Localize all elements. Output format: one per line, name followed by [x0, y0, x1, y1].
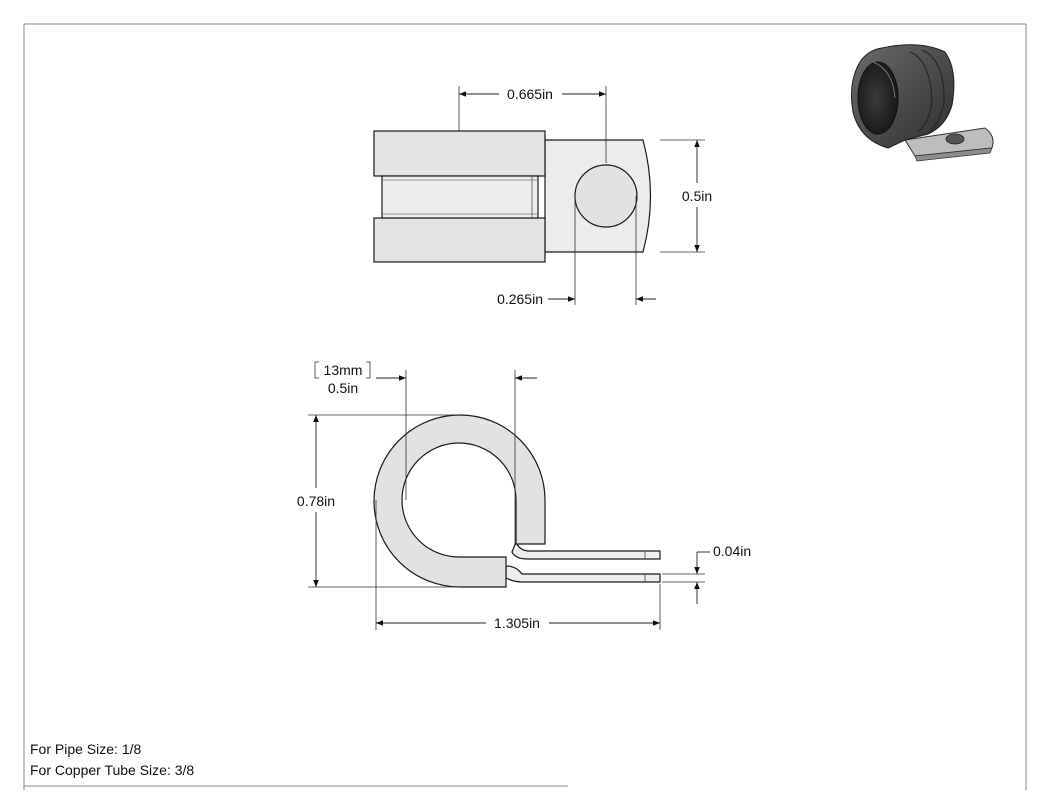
dim-overall-length: 1.305in — [375, 500, 661, 631]
dim-band: 13mm 0.5in — [314, 361, 537, 544]
dim-label-top-width: 0.665in — [507, 86, 553, 102]
note-copper-tube-size: For Copper Tube Size: 3/8 — [30, 762, 194, 778]
isometric-preview — [851, 44, 994, 162]
dim-hole: 0.265in — [497, 196, 656, 307]
note-pipe-size: For Pipe Size: 1/8 — [30, 741, 141, 757]
side-view — [373, 414, 661, 588]
dim-top-width: 0.665in — [458, 86, 607, 163]
dim-thickness: 0.04in — [662, 543, 751, 604]
side-view-cushion-loop — [373, 414, 546, 588]
dim-label-overall-height: 0.78in — [297, 493, 335, 509]
side-view-tab-lower — [505, 565, 661, 583]
dim-overall-height: 0.78in — [297, 414, 460, 588]
dim-label-thickness: 0.04in — [713, 543, 751, 559]
top-view-band-lower — [373, 217, 546, 263]
top-view-band-upper — [373, 130, 546, 177]
dim-label-top-height: 0.5in — [682, 188, 712, 204]
dim-label-hole: 0.265in — [497, 291, 543, 307]
top-view-metal-strip — [381, 175, 539, 219]
side-view-tab-upper — [511, 540, 661, 560]
dim-label-overall-length: 1.305in — [494, 615, 540, 631]
sheet-border — [23, 23, 1027, 790]
notes: For Pipe Size: 1/8 For Copper Tube Size:… — [30, 741, 194, 778]
dim-label-band-imperial: 0.5in — [328, 380, 358, 396]
top-view — [373, 130, 652, 263]
dim-top-height: 0.5in — [660, 139, 712, 253]
top-view-hole — [574, 164, 638, 228]
dim-label-band-metric: 13mm — [324, 362, 363, 378]
